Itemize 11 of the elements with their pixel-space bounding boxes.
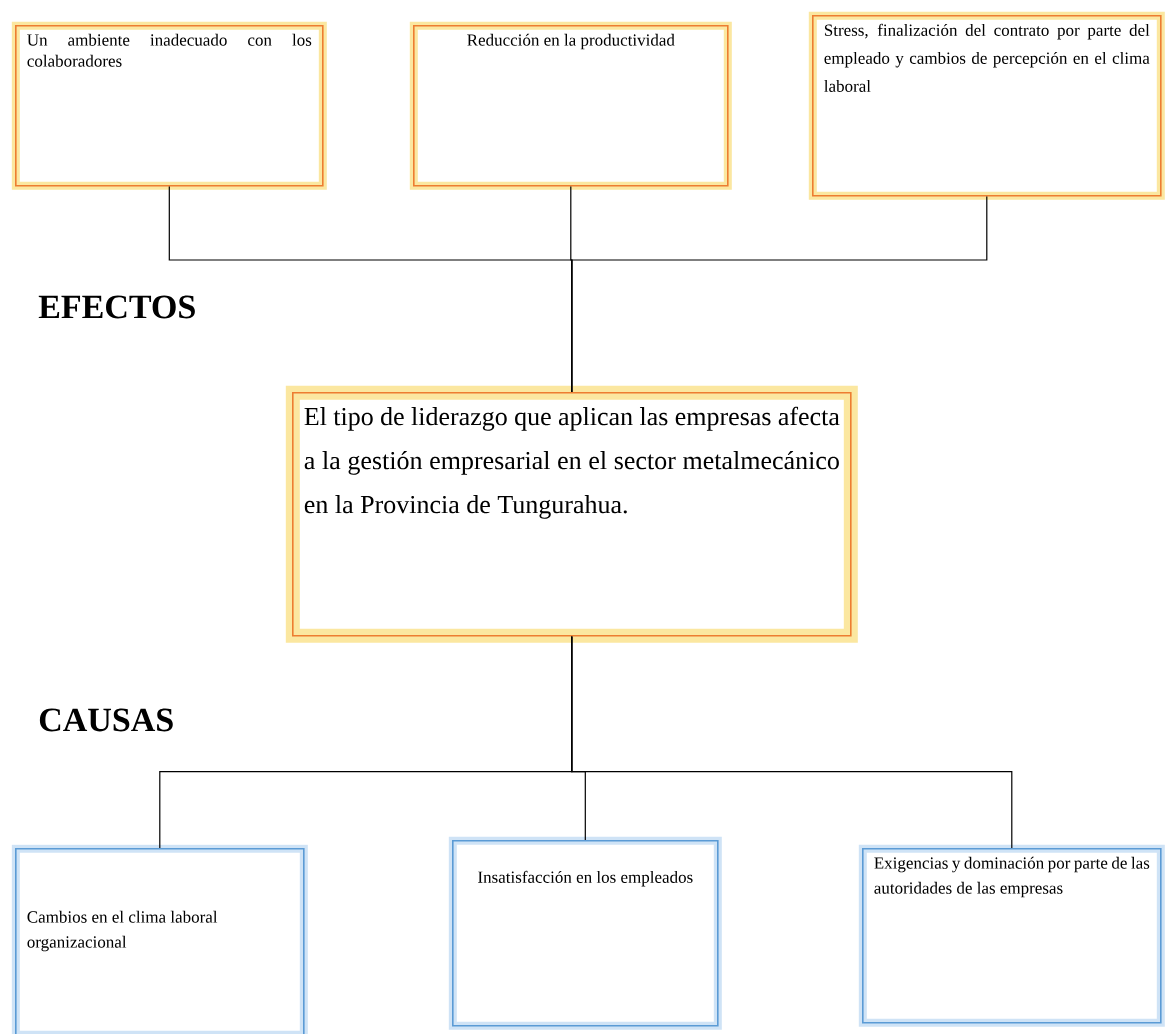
cause-box: Cambios en el clima laboral organizacional xyxy=(11,844,308,1034)
connector-line xyxy=(571,196,988,393)
section-heading: EFECTOS xyxy=(38,295,195,319)
connector-line xyxy=(571,636,1013,849)
effect-box: Stress, finalización del contrato por parte del empleado y cambios de percepción en el clima laboral xyxy=(808,11,1165,200)
effect-box: Reducción en la productividad xyxy=(409,21,732,190)
problem-box: El tipo de liderazgo que aplican las empresas afecta a la gestión empresarial en el sector metalmecánico en la Provincia de Tungurahua. xyxy=(285,385,858,643)
section-heading: CAUSAS xyxy=(39,708,173,732)
effect-box: Un ambiente inadecuado con los colaboradores xyxy=(11,21,327,190)
cause-box: Insatisfacción en los empleados xyxy=(448,836,722,1030)
cause-box: Exigencias y dominación por parte de las autoridades de las empresas xyxy=(858,844,1165,1027)
